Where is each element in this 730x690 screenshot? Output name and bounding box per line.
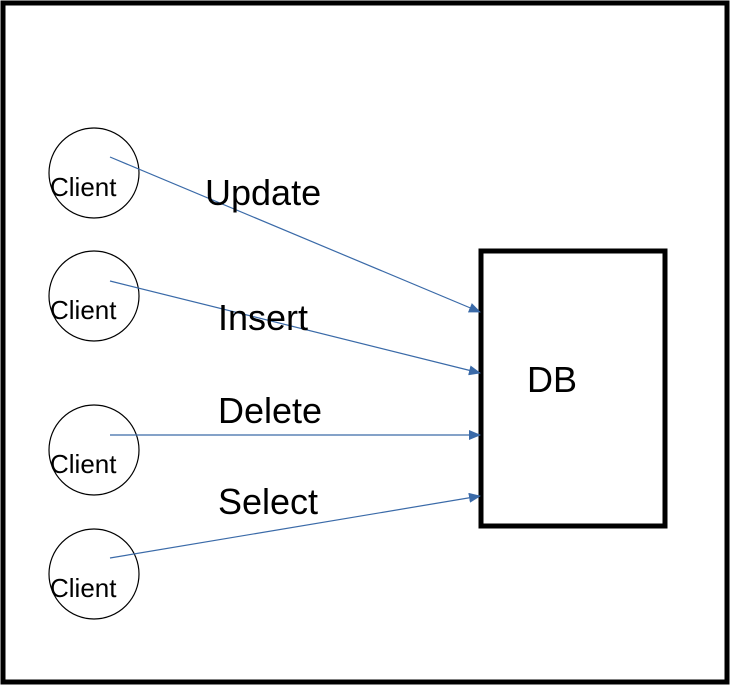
client-node: Client — [48, 404, 140, 496]
database-label: DB — [527, 359, 577, 400]
client-node: Client — [48, 528, 140, 620]
client-label: Client — [50, 172, 117, 202]
operation-label-insert: Insert — [218, 297, 308, 338]
update-arrow — [109, 156, 481, 313]
client-circle — [48, 528, 140, 620]
client-node: Client — [48, 250, 140, 342]
select-arrow — [109, 492, 481, 559]
client-label: Client — [50, 449, 117, 479]
database-box — [478, 248, 668, 529]
client-node: Client — [48, 127, 140, 219]
operation-label-update: Update — [205, 172, 321, 213]
client-circle — [48, 127, 140, 219]
client-label: Client — [50, 573, 117, 603]
client-circle — [48, 250, 140, 342]
insert-arrow — [109, 280, 481, 376]
operation-label-delete: Delete — [218, 390, 322, 431]
client-circle — [48, 404, 140, 496]
client-label: Client — [50, 295, 117, 325]
operation-label-select: Select — [218, 481, 318, 522]
